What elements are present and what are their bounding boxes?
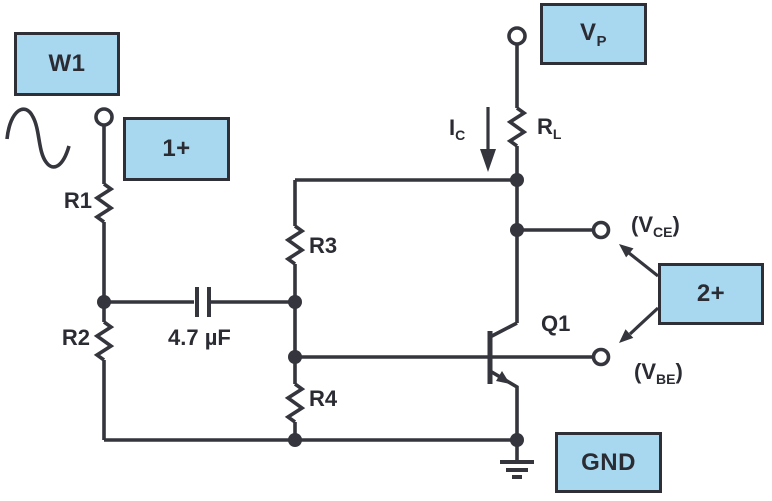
terminal-vp: [507, 26, 527, 46]
ic-current-label: IC: [449, 115, 466, 143]
junction-dot: [510, 433, 524, 447]
r1-label: R1: [63, 188, 92, 213]
resistor-rl-symbol: [506, 106, 528, 148]
capacitor-value-label: 4.7 µF: [168, 325, 231, 350]
gnd-box: GND: [555, 432, 662, 493]
vp-box-label: VP: [579, 18, 608, 50]
vce-probe-label: (VCE): [631, 212, 680, 240]
probe-arrow-vbe-shaft: [628, 306, 660, 336]
r4-label: R4: [309, 386, 338, 411]
w1-box: W1: [14, 32, 120, 96]
r2-label: R2: [61, 325, 90, 350]
probe-arrow-vbe-head: [619, 329, 634, 343]
resistor-r3-symbol: [284, 224, 306, 266]
ic-current-arrowhead: [480, 149, 496, 172]
junction-dot: [510, 223, 524, 237]
junction-dot: [510, 173, 524, 187]
rl-label: RL: [537, 114, 562, 142]
vp-supply-box: VP: [540, 3, 647, 65]
resistor-r2-symbol: [93, 320, 115, 362]
terminal-vce: [591, 220, 611, 240]
transistor-emitter-arrowhead: [496, 371, 510, 384]
junction-dot: [288, 350, 302, 364]
probe-arrow-vce-shaft: [628, 251, 659, 278]
channel1-box-label: 1+: [162, 135, 191, 162]
resistor-r4-symbol: [284, 382, 306, 424]
q1-label: Q1: [541, 311, 571, 336]
gnd-box-label: GND: [581, 448, 636, 476]
terminal-vbe: [591, 347, 611, 367]
w1-box-label: W1: [48, 50, 86, 77]
junction-dot: [288, 433, 302, 447]
terminal-w1: [94, 107, 114, 127]
resistor-r1-symbol: [93, 182, 115, 224]
channel1-positive-box: 1+: [123, 117, 230, 181]
vbe-probe-label: (VBE): [634, 359, 683, 387]
junction-dot: [97, 295, 111, 309]
junction-dot: [288, 295, 302, 309]
channel2-box-label: 2+: [696, 280, 726, 307]
probe-arrow-vce-head: [619, 244, 634, 258]
r3-label: R3: [309, 233, 338, 258]
transistor-collector-lead: [489, 321, 518, 339]
capacitor-symbol: [195, 287, 211, 317]
channel2-positive-box: 2+: [658, 263, 764, 325]
sine-wave-icon: [5, 107, 71, 169]
ground-symbol: [500, 460, 534, 479]
